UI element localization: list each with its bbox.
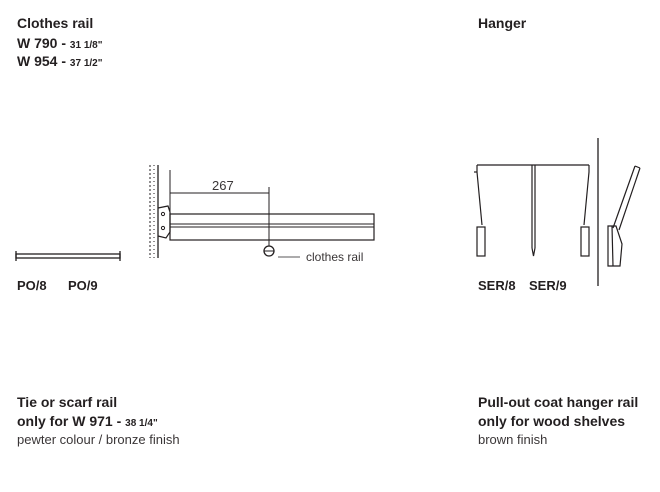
hanger-side-drawing	[597, 138, 641, 286]
tie-rail-title: Tie or scarf rail	[17, 394, 118, 410]
tie-rail-size: 38 1/4"	[125, 418, 158, 429]
dimension-label: 267	[212, 178, 234, 193]
tie-rail-code: only for W 971	[17, 413, 113, 429]
variant-po9: PO/9	[68, 278, 98, 293]
clothes-rail-spec-1: W 790 - 31 1/8"	[17, 35, 102, 54]
pullout-finish: brown finish	[478, 432, 548, 447]
spec-2-sep: -	[57, 53, 70, 69]
variant-po8: PO/8	[17, 278, 47, 293]
clothes-rail-spec-2: W 954 - 37 1/2"	[17, 53, 102, 72]
hanger-title: Hanger	[478, 15, 527, 31]
pullout-title: Pull-out coat hanger rail	[478, 394, 639, 410]
clothes-rail-title: Clothes rail	[17, 15, 94, 31]
variant-ser9: SER/9	[529, 278, 567, 293]
clothes-rail-drawing	[149, 165, 375, 258]
pullout-note: only for wood shelves	[478, 413, 626, 429]
spec-1-size: 31 1/8"	[69, 40, 103, 51]
clothes-rail-callout: clothes rail	[306, 250, 364, 264]
spec-2-code: W 954	[17, 53, 58, 69]
hanger-front-drawing	[474, 164, 590, 257]
tie-rail-finish: pewter colour / bronze finish	[17, 432, 180, 447]
small-rail-drawing	[15, 251, 121, 261]
spec-2-size: 37 1/2"	[69, 58, 103, 69]
spec-1-sep: -	[57, 35, 70, 51]
variant-ser8: SER/8	[478, 278, 516, 293]
tie-rail-sep: -	[112, 413, 126, 429]
tie-rail-spec: only for W 971 - 38 1/4"	[17, 413, 158, 432]
spec-1-code: W 790	[17, 35, 58, 51]
